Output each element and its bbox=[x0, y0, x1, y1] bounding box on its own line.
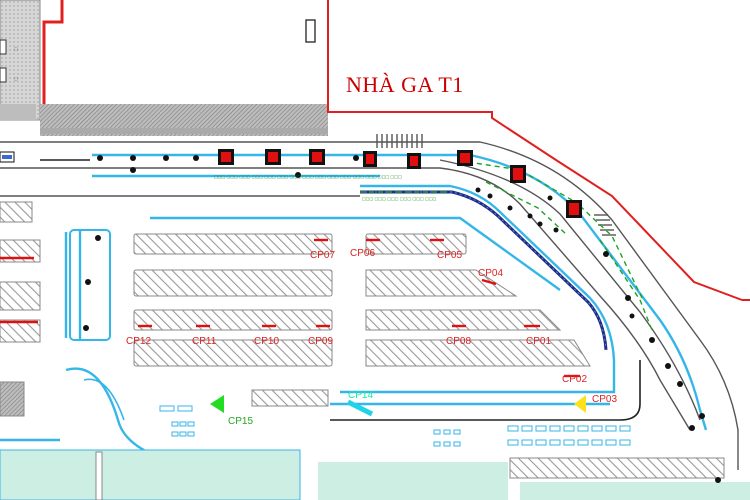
left-bus-icon bbox=[0, 151, 15, 163]
cp02-label: CP02 bbox=[562, 374, 587, 385]
cp08-label: CP08 bbox=[446, 336, 471, 347]
svg-text:□□□ □□□ □□□ □□□ □□□ □□□: □□□ □□□ □□□ □□□ □□□ □□□ bbox=[362, 196, 437, 201]
crosswalk-top bbox=[376, 134, 423, 148]
outer-road bbox=[0, 141, 739, 470]
cp03-label: CP03 bbox=[592, 394, 617, 405]
svg-text:□: □ bbox=[14, 76, 18, 81]
cp12-label: CP12 bbox=[126, 336, 151, 347]
stall-labels: □□□ □□□ □□□ □□□ □□□ □□□ □□□ □□□ □□□ □□□ … bbox=[14, 46, 437, 201]
checkpoint-bars bbox=[0, 238, 580, 378]
cp10-label: CP10 bbox=[254, 336, 279, 347]
building-top-left bbox=[0, 0, 64, 121]
vehicles bbox=[83, 155, 721, 483]
checkpoint-labels: CP07 CP06 CP05 CP04 CP12 CP11 CP10 CP09 … bbox=[126, 248, 617, 427]
cp14-label: CP14 bbox=[348, 390, 373, 401]
bus-lane bbox=[360, 190, 608, 351]
cp01-label: CP01 bbox=[526, 336, 551, 347]
cp04-label: CP04 bbox=[478, 268, 503, 279]
svg-text:□: □ bbox=[14, 46, 18, 51]
arrow-cyan-cp14 bbox=[346, 399, 374, 417]
curbs bbox=[40, 159, 641, 421]
svg-text:□□□ □□□ □□□ □□□ □□□ □□□ □□□ □□: □□□ □□□ □□□ □□□ □□□ □□□ □□□ □□□ □□□ □□□ … bbox=[214, 174, 402, 179]
cp09-label: CP09 bbox=[308, 336, 333, 347]
gate-marker bbox=[305, 19, 316, 43]
ticket-booths bbox=[159, 405, 631, 447]
arrow-yellow-cp03 bbox=[574, 395, 586, 413]
cp05-label: CP05 bbox=[437, 250, 462, 261]
terminal-label: NHÀ GA T1 bbox=[346, 72, 464, 97]
parking-rows bbox=[0, 201, 725, 479]
pickup-gates bbox=[218, 149, 582, 218]
cp15-label: CP15 bbox=[228, 416, 253, 427]
crosswalk-right bbox=[594, 214, 616, 236]
cp07-label: CP07 bbox=[310, 250, 335, 261]
cp06-label: CP06 bbox=[350, 248, 375, 259]
green-lines bbox=[360, 161, 653, 331]
arrow-green-cp15 bbox=[210, 395, 224, 413]
terminal-boundary bbox=[327, 0, 743, 301]
cp11-label: CP11 bbox=[192, 336, 217, 347]
bottom-zone bbox=[0, 449, 301, 500]
